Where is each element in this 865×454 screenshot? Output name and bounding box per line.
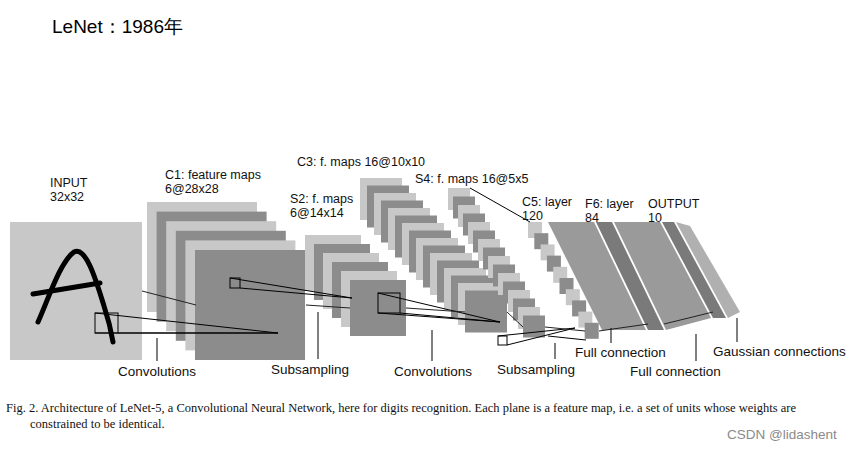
stage-label: Full connection <box>575 346 666 361</box>
layer-heading: C5: layer 120 <box>522 195 584 223</box>
layer-heading: F6: layer 84 <box>585 197 645 225</box>
stage-label: Subsampling <box>497 363 575 378</box>
feature-plane <box>195 250 305 360</box>
layer-block: OUTPUT 10 <box>713 306 726 318</box>
leader-lines <box>157 312 737 361</box>
stage-label: Convolutions <box>394 365 472 380</box>
feature-plane <box>523 316 545 338</box>
watermark: CSDN @lidashent <box>727 428 837 443</box>
layer-block: C1: feature maps 6@28x28 <box>196 250 306 360</box>
title: LeNet：1986年 <box>52 14 183 40</box>
layer-block: S2: f. maps 6@14x14 <box>350 280 406 336</box>
layer-heading: C1: feature maps 6@28x28 <box>165 168 277 196</box>
layer-connector <box>599 324 648 331</box>
plane-stack <box>147 202 305 360</box>
input-plane <box>10 222 142 360</box>
plane-stack <box>360 178 507 333</box>
plane-stack <box>305 235 406 336</box>
layer-heading: INPUT 32x32 <box>50 176 100 204</box>
letter-stroke <box>38 251 113 342</box>
stage-label: Convolutions <box>118 365 196 380</box>
projection-lines <box>95 188 586 345</box>
stage-label: Subsampling <box>271 363 349 378</box>
layer-heading: S2: f. maps 6@14x14 <box>290 192 370 220</box>
layer-block: INPUT 32x32 <box>10 222 142 360</box>
feature-plane <box>350 280 406 336</box>
figure-caption: Fig. 2. Architecture of LeNet-5, a Convo… <box>6 401 854 432</box>
layer-heading: S4: f. maps 16@5x5 <box>415 172 528 186</box>
layer-heading: OUTPUT 10 <box>648 197 710 225</box>
layer-block: S4: f. maps 16@5x5 <box>523 316 545 338</box>
layer-heading: C3: f. maps 16@10x10 <box>297 155 425 169</box>
layer-connector <box>306 305 350 308</box>
letter-bar <box>33 283 100 294</box>
layer-connector <box>142 291 196 305</box>
layer-connector <box>507 312 523 327</box>
stage-label: Full connection <box>630 365 721 380</box>
feature-plane <box>465 291 507 333</box>
layer-block: C5: layer 120 <box>585 323 599 339</box>
layer-block: C3: f. maps 16@10x10 <box>465 291 507 333</box>
layer-connector <box>406 308 465 312</box>
feature-plane <box>585 323 599 339</box>
layer-connector <box>545 327 585 331</box>
layer-block: F6: layer 84 <box>648 318 664 330</box>
stage-label: Gaussian connections <box>713 345 846 360</box>
gaussian-band <box>676 222 740 318</box>
layer-connector <box>664 312 713 324</box>
